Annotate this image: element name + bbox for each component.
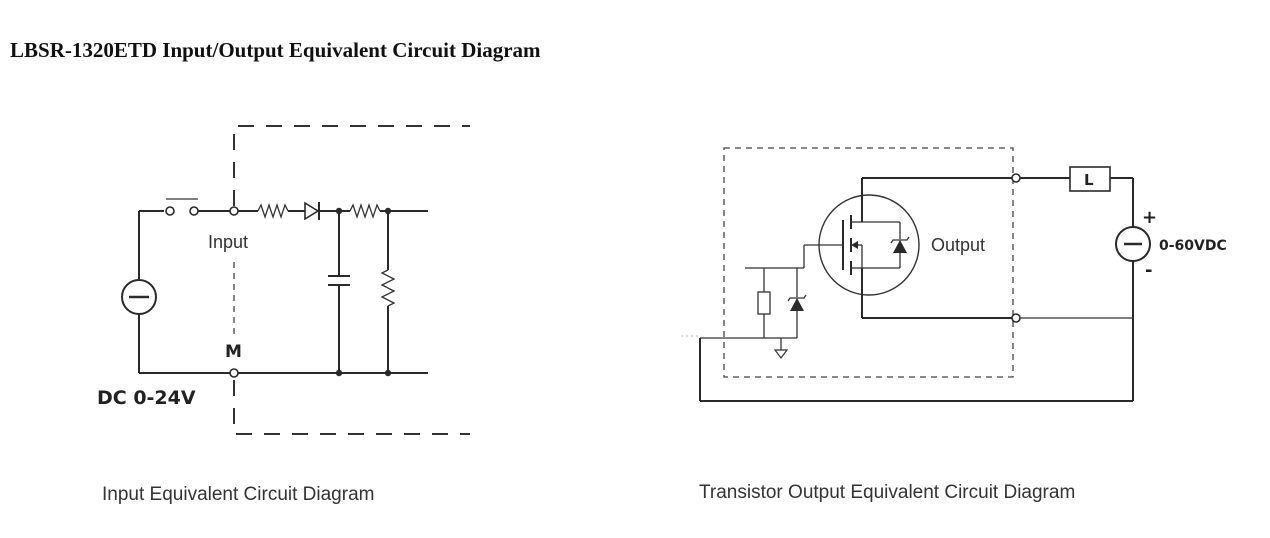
input-label: Input — [208, 232, 248, 252]
junction-node — [335, 369, 343, 377]
gate-zener-bar-icon — [787, 294, 807, 302]
dc-source-label: DC 0-24V — [97, 387, 196, 409]
resistor-icon — [380, 269, 396, 307]
output-label: Output — [931, 235, 985, 255]
page-title: LBSR-1320ETD Input/Output Equivalent Cir… — [10, 38, 541, 62]
m-terminal — [229, 368, 239, 378]
output-module-boundary — [723, 147, 1014, 378]
mosfet-arrow-icon — [851, 241, 858, 249]
output-circuit: Output L + - 0-60VDC Transistor Output E… — [681, 147, 1227, 503]
input-circuit: Input M DC 0-24V Input Equivalent Circui… — [97, 125, 470, 505]
switch-contact-icon — [189, 206, 199, 216]
junction-node — [384, 369, 392, 377]
ground-icon — [773, 349, 789, 359]
resistor-icon — [349, 202, 381, 220]
input-module-boundary-top — [233, 125, 470, 206]
supply-plus-label: + — [1142, 207, 1157, 228]
input-terminal — [229, 206, 239, 216]
switch-contact-icon — [165, 206, 175, 216]
input-diagram-caption: Input Equivalent Circuit Diagram — [102, 484, 374, 505]
output-terminal-top — [1011, 173, 1021, 183]
input-module-boundary-bottom — [233, 380, 470, 435]
resistor-icon — [257, 202, 289, 220]
zener-bar-icon — [890, 236, 910, 244]
load-label: L — [1084, 171, 1094, 189]
diode-icon — [304, 201, 320, 221]
gate-zener-icon — [790, 298, 804, 311]
load-icon — [1069, 166, 1111, 192]
gate-resistor-icon — [757, 291, 771, 315]
supply-minus-label: - — [1145, 260, 1152, 281]
m-label: M — [225, 342, 242, 362]
zener-diode-icon — [893, 240, 907, 253]
output-diagram-caption: Transistor Output Equivalent Circuit Dia… — [699, 482, 1075, 503]
supply-voltage-label: 0-60VDC — [1159, 238, 1227, 254]
output-terminal-bottom — [1011, 313, 1021, 323]
